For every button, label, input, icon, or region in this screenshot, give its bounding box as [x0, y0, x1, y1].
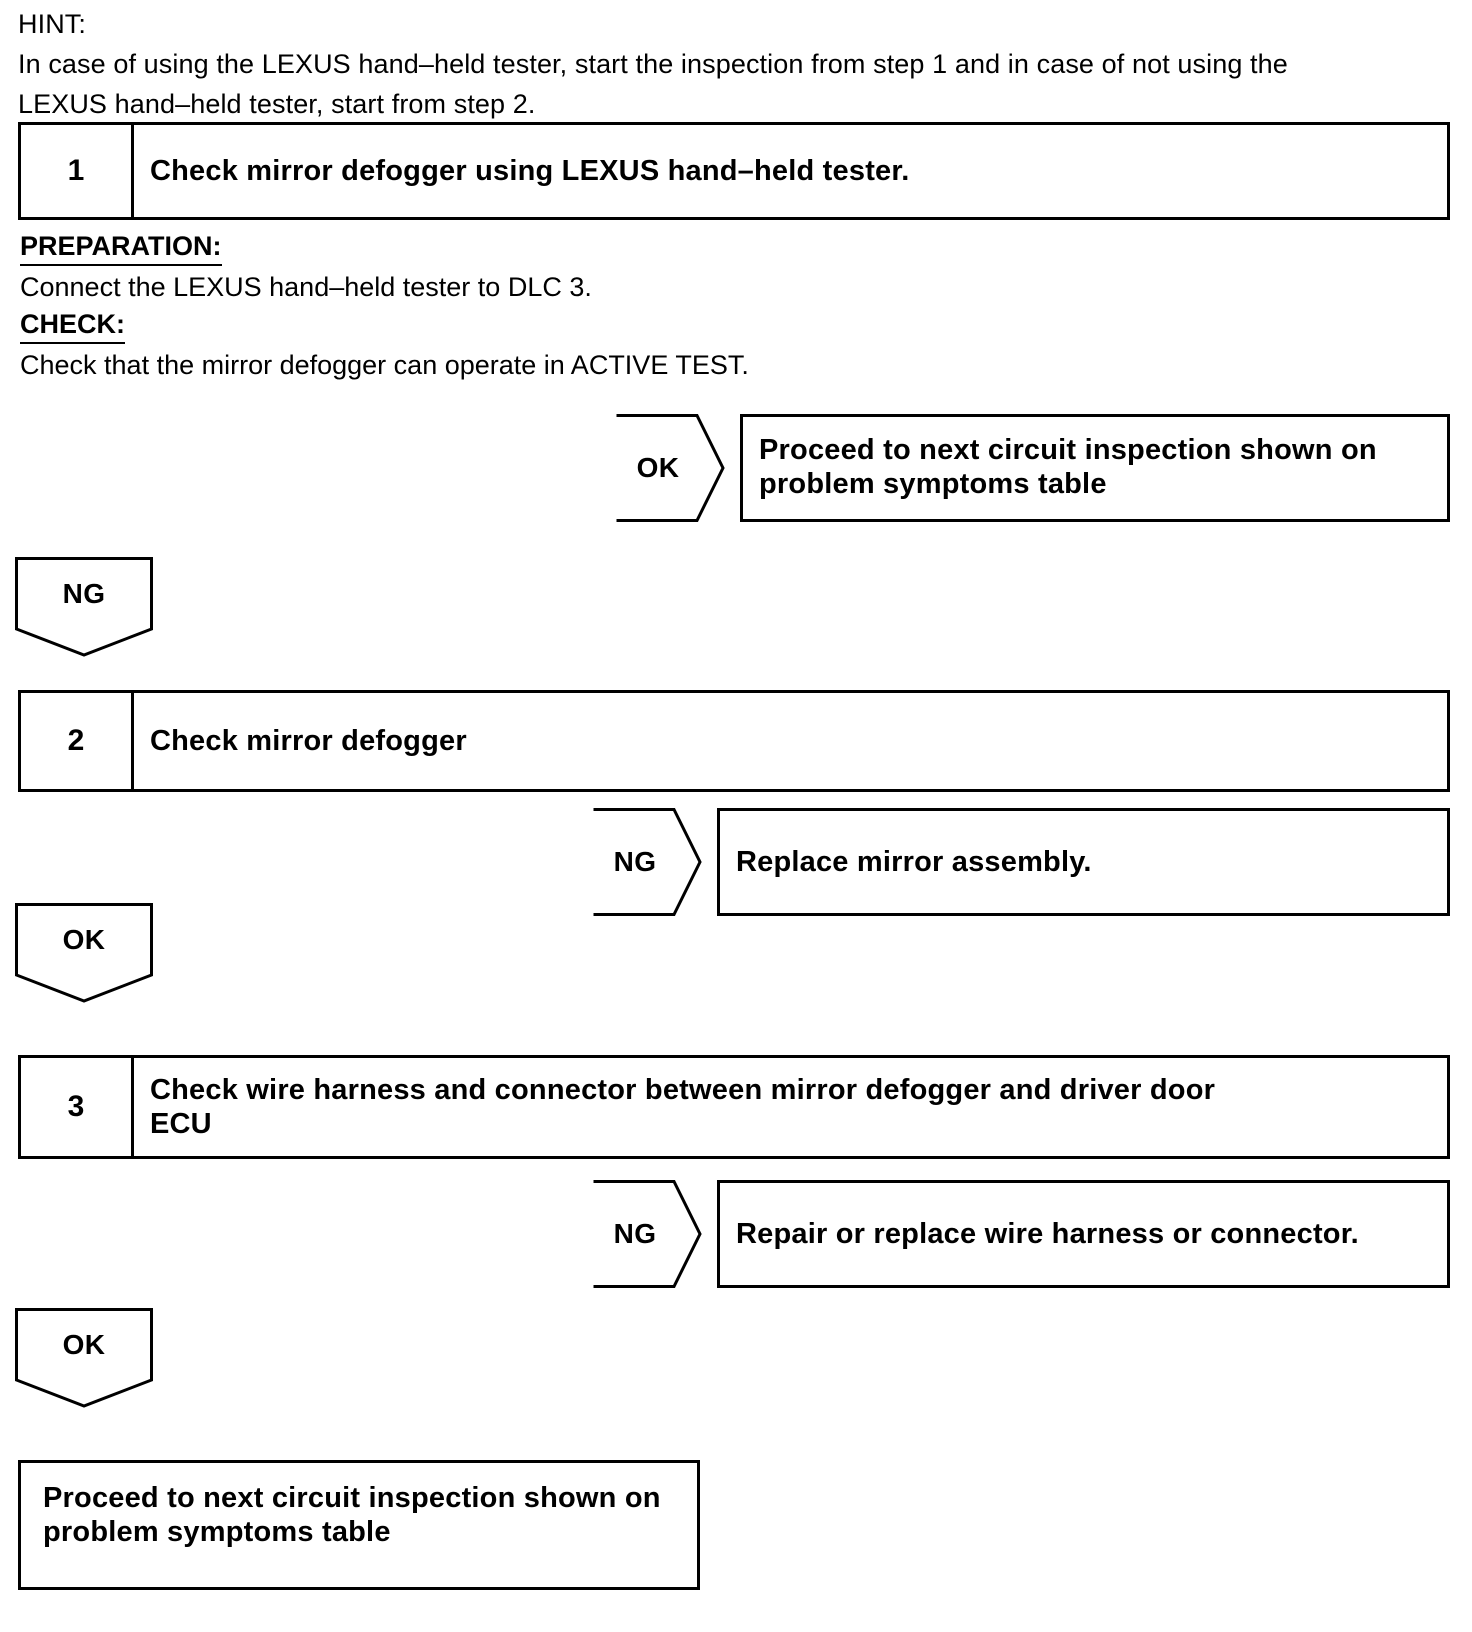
branch-1-line-1: Proceed to next circuit inspection shown…	[759, 433, 1431, 467]
step-number-1: 1	[21, 125, 134, 217]
branch-3-text: Repair or replace wire harness or connec…	[736, 1218, 1359, 1250]
branch-1-word-7: on	[1340, 434, 1377, 466]
result-arrow-label-ng-2: NG	[613, 846, 657, 877]
branch-1-word-1: Proceed	[759, 434, 875, 466]
terminal-result-box: Proceed to next circuit inspection shown…	[18, 1460, 700, 1590]
branch-1-word-6: shown	[1239, 434, 1333, 466]
branch-box-3: Repair or replace wire harness or connec…	[717, 1180, 1450, 1288]
result-arrow-ng-2: NG	[592, 808, 702, 916]
branch-1-word-2: to	[883, 434, 911, 466]
step-box-3: 3 Check wire harness and connector betwe…	[18, 1055, 1450, 1159]
step-box-2: 2 Check mirror defogger	[18, 690, 1450, 792]
result-arrow-label-ok-1: OK	[636, 452, 680, 483]
step-title-3-wrap: Check wire harness and connector between…	[150, 1073, 1215, 1141]
branch-2-ng: NG Replace mirror assembly.	[592, 808, 1450, 916]
result-arrow-ok-1: OK	[615, 414, 725, 522]
hint-label: HINT:	[18, 9, 86, 39]
step-box-1: 1 Check mirror defogger using LEXUS hand…	[18, 122, 1450, 220]
connector-label-ok-2: OK	[62, 924, 106, 955]
preparation-text: Connect the LEXUS hand–held tester to DL…	[20, 272, 592, 302]
result-arrow-ng-3: NG	[592, 1180, 702, 1288]
connector-label-ng-1: NG	[62, 578, 106, 609]
hint-line-2: LEXUS hand–held tester, start from step …	[18, 89, 536, 119]
step-number-3: 3	[21, 1058, 134, 1156]
branch-1-line-2: problem symptoms table	[759, 468, 1107, 500]
connector-arrow-ok-2: OK	[15, 903, 153, 1003]
preparation-heading-wrap: PREPARATION:	[20, 228, 1020, 268]
connector-arrow-ng-1: NG	[15, 557, 153, 657]
branch-3-ng: NG Repair or replace wire harness or con…	[592, 1180, 1450, 1288]
branch-2-text: Replace mirror assembly.	[736, 846, 1092, 878]
check-text: Check that the mirror defogger can opera…	[20, 350, 749, 380]
preparation-heading: PREPARATION:	[20, 228, 222, 266]
branch-1-word-3: next	[919, 434, 980, 466]
step-title-1: Check mirror defogger using LEXUS hand–h…	[150, 155, 910, 187]
connector-label-ok-3: OK	[62, 1329, 106, 1360]
result-arrow-label-ng-3: NG	[613, 1218, 657, 1249]
branch-1-ok: OK Proceed to next circuit inspection sh…	[615, 414, 1450, 522]
check-heading-wrap: CHECK:	[20, 306, 1020, 346]
step-title-3-line-2: ECU	[150, 1108, 212, 1140]
terminal-line-1: Proceed to next circuit inspection shown…	[43, 1482, 661, 1514]
hint-line-1: In case of using the LEXUS hand–held tes…	[18, 49, 1288, 79]
step-title-3-line-1: Check wire harness and connector between…	[150, 1074, 1216, 1106]
step-title-3: Check wire harness and connector between…	[134, 1058, 1447, 1156]
step-title-2: Check mirror defogger	[150, 725, 467, 757]
step-number-2: 2	[21, 693, 134, 789]
branch-box-1: Proceed to next circuit inspection shown…	[740, 414, 1450, 522]
branch-box-2: Replace mirror assembly.	[717, 808, 1450, 916]
terminal-line-2: problem symptoms table	[43, 1516, 391, 1548]
hint-block: HINT: In case of using the LEXUS hand–he…	[18, 4, 1418, 124]
connector-arrow-ok-3: OK	[15, 1308, 153, 1408]
check-heading: CHECK:	[20, 306, 125, 344]
step-1-details: PREPARATION: Connect the LEXUS hand–held…	[20, 228, 1020, 384]
branch-1-word-5: inspection	[1084, 434, 1232, 466]
branch-1-word-4: circuit	[987, 434, 1077, 466]
